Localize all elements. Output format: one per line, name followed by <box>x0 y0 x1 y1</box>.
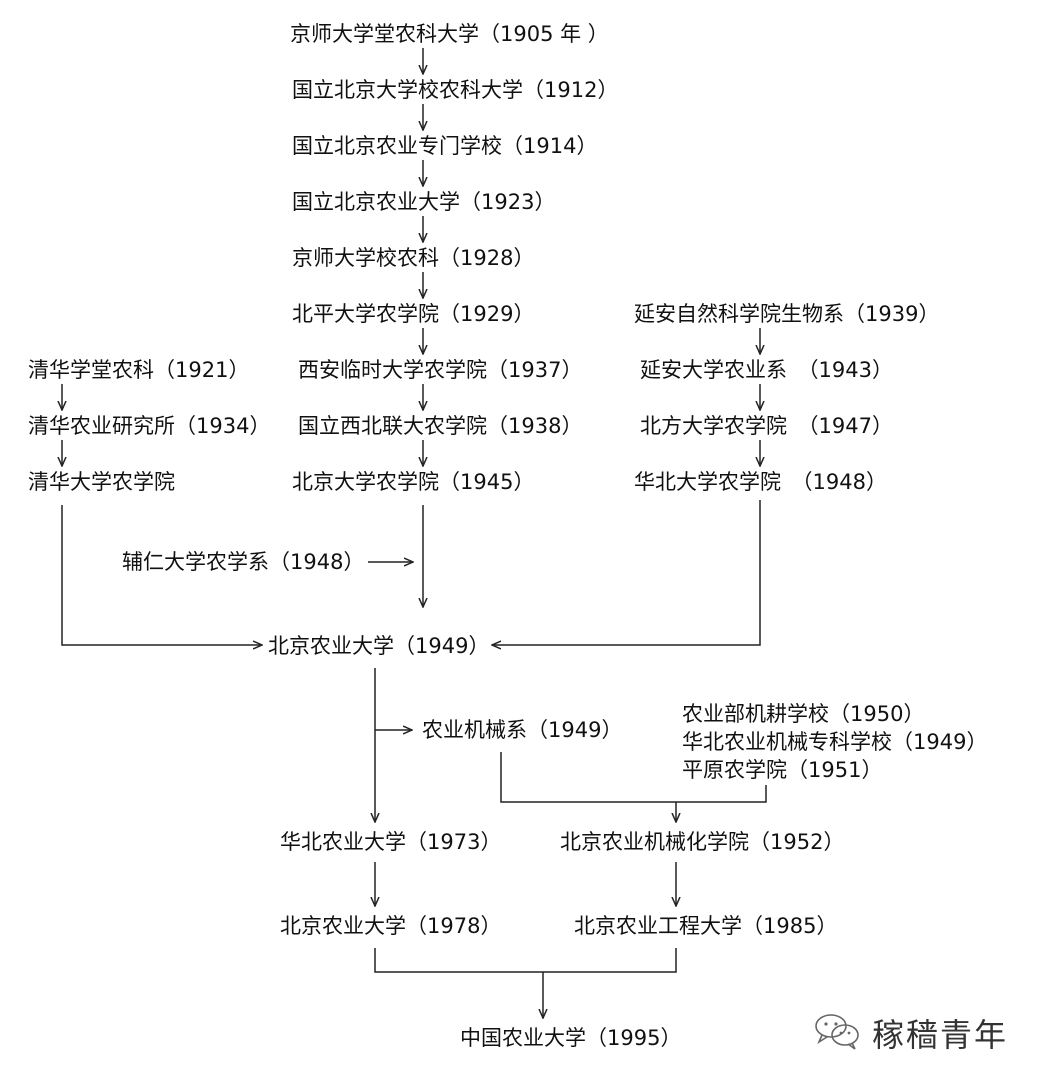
node-1938: 国立西北联大农学院（1938） <box>298 414 583 438</box>
node-hbny-1973: 华北农业大学（1973） <box>280 830 502 854</box>
merge-line-1995 <box>374 948 677 973</box>
node-1912: 国立北京大学校农科大学（1912） <box>292 78 619 102</box>
wechat-icon <box>812 1011 862 1055</box>
node-furen-1948: 辅仁大学农学系（1948） <box>122 550 365 574</box>
node-qh-1921: 清华学堂农科（1921） <box>28 358 250 382</box>
node-jg-1950: 农业部机耕学校（1950） <box>682 702 925 726</box>
node-bf-1947: 北方大学农学院 （1947） <box>640 414 893 438</box>
watermark-text: 稼穑青年 <box>872 1016 1009 1054</box>
node-hbjx-1949: 华北农业机械专科学校（1949） <box>682 730 988 754</box>
node-ya-1939: 延安自然科学院生物系（1939） <box>634 302 940 326</box>
node-hb-1948: 华北大学农学院 （1948） <box>634 470 887 494</box>
node-ya-1943: 延安大学农业系 （1943） <box>640 358 893 382</box>
node-1905: 京师大学堂农科大学（1905 年 ） <box>290 22 609 46</box>
arrow-hb-to-bn1949 <box>492 500 761 645</box>
node-py-1951: 平原农学院（1951） <box>682 758 883 782</box>
node-1923: 国立北京农业大学（1923） <box>292 190 556 214</box>
node-1937: 西安临时大学农学院（1937） <box>298 358 583 382</box>
node-bngc-1985: 北京农业工程大学（1985） <box>574 914 838 938</box>
node-nyjx-1949: 农业机械系（1949） <box>422 718 623 742</box>
node-1928: 京师大学校农科（1928） <box>292 246 535 270</box>
node-bn-1978: 北京农业大学（1978） <box>280 914 502 938</box>
merge-line-jixie <box>500 752 767 803</box>
node-1914: 国立北京农业专门学校（1914） <box>292 134 598 158</box>
node-bn-1949: 北京农业大学（1949） <box>268 634 490 658</box>
node-qh-dx: 清华大学农学院 <box>28 470 175 494</box>
node-bnjh-1952: 北京农业机械化学院（1952） <box>560 830 845 854</box>
watermark: 稼穑青年 <box>812 1010 1008 1056</box>
node-1945: 北京大学农学院（1945） <box>292 470 535 494</box>
node-zg-1995: 中国农业大学（1995） <box>460 1026 682 1050</box>
node-qh-1934: 清华农业研究所（1934） <box>28 414 271 438</box>
arrow-qh-to-bn1949 <box>61 505 262 645</box>
node-1929: 北平大学农学院（1929） <box>292 302 535 326</box>
